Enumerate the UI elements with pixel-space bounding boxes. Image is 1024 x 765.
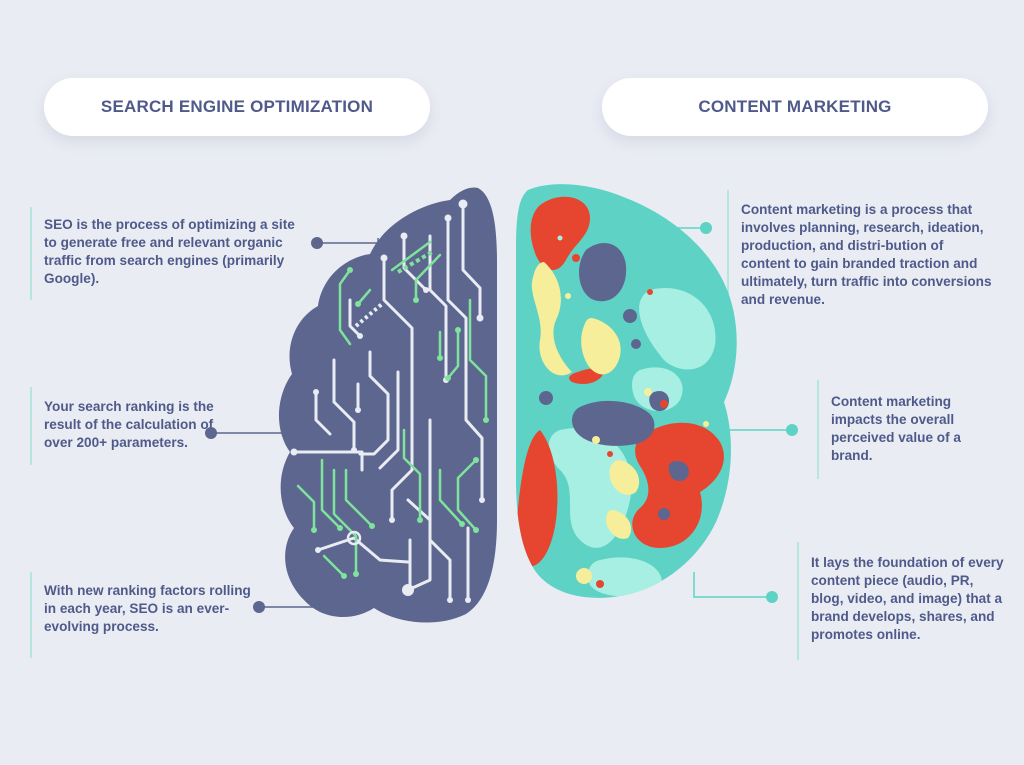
seo-connector-dot-3 bbox=[253, 601, 265, 613]
blob-yellow-3 bbox=[609, 460, 640, 495]
seo-connector-dot-2 bbox=[205, 427, 217, 439]
blob-mint-3 bbox=[588, 557, 662, 597]
blob-yellow-2 bbox=[581, 318, 621, 375]
blob-navy-1 bbox=[579, 243, 627, 302]
blob-red-1 bbox=[530, 196, 590, 271]
content-dots bbox=[539, 235, 709, 588]
seo-connector-dot-1 bbox=[311, 237, 323, 249]
content-note-foundation: It lays the foundation of every content … bbox=[797, 542, 1007, 660]
content-marketing-header-label: CONTENT MARKETING bbox=[698, 97, 892, 116]
circuit-green-nodes bbox=[311, 267, 489, 579]
content-note-value: Content marketing impacts the overall pe… bbox=[817, 380, 1001, 479]
blob-navy-3 bbox=[668, 460, 689, 482]
blob-yellow-4 bbox=[606, 510, 632, 539]
blob-red-3 bbox=[516, 430, 558, 567]
blob-yellow-1 bbox=[531, 262, 572, 376]
content-note-definition: Content marketing is a process that invo… bbox=[727, 190, 993, 320]
seo-brain-hemisphere bbox=[278, 187, 497, 623]
blob-mint-1 bbox=[639, 288, 716, 370]
circuit-white-nodes bbox=[290, 199, 485, 603]
blob-mint-4 bbox=[632, 367, 683, 412]
content-connector-dot-2 bbox=[786, 424, 798, 436]
content-connector-3 bbox=[693, 572, 772, 598]
circuit-white-traces bbox=[292, 202, 484, 602]
seo-note-ranking: Your search ranking is the result of the… bbox=[30, 387, 224, 465]
seo-header-label: SEARCH ENGINE OPTIMIZATION bbox=[100, 97, 374, 116]
content-brain-hemisphere bbox=[516, 184, 737, 598]
blob-red-4 bbox=[569, 368, 603, 384]
seo-header: SEARCH ENGINE OPTIMIZATION bbox=[44, 78, 430, 136]
circuit-green-traces bbox=[296, 240, 488, 578]
circuit-ring-node bbox=[346, 530, 362, 546]
seo-note-definition: SEO is the process of optimizing a site … bbox=[30, 207, 306, 300]
blob-navy-2 bbox=[572, 400, 655, 446]
abstract-blobs bbox=[516, 196, 724, 597]
blob-red-2 bbox=[632, 422, 724, 548]
content-marketing-header: CONTENT MARKETING bbox=[602, 78, 988, 136]
content-connector-dot-3 bbox=[766, 591, 778, 603]
seo-connector-1 bbox=[317, 238, 379, 244]
content-connector-dot-1 bbox=[700, 222, 712, 234]
seo-note-evolving: With new ranking factors rolling in each… bbox=[30, 572, 254, 658]
